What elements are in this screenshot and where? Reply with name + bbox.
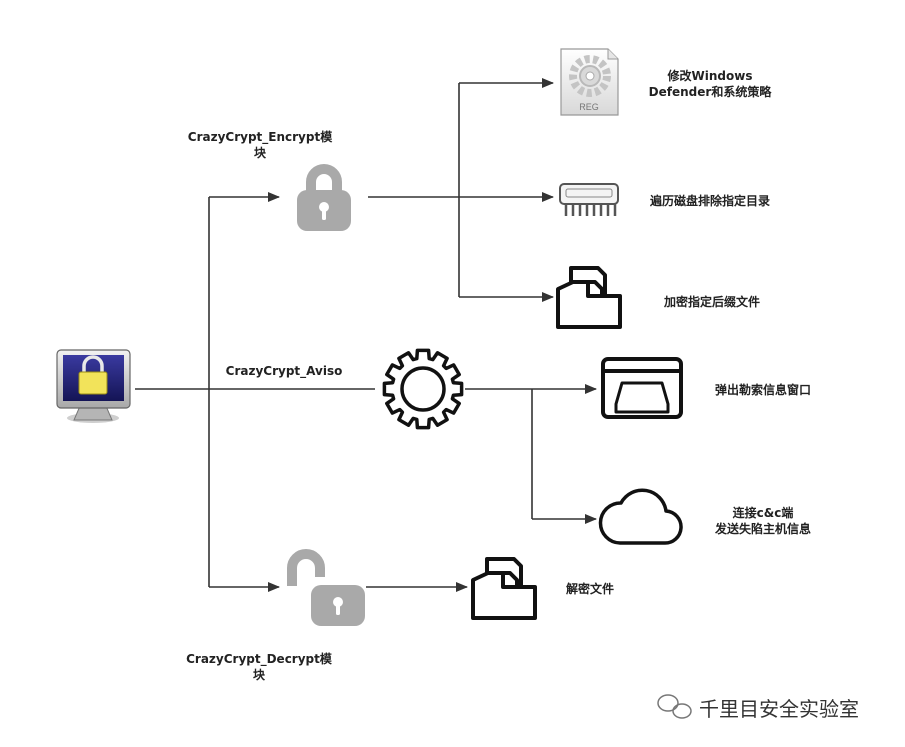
decrypted-files-icon: [471, 557, 537, 620]
locked-padlock-icon: [297, 164, 351, 231]
encrypt-files-label: 加密指定后缀文件: [663, 295, 760, 309]
c2-label: 连接c&c端 发送失陷主机信息: [683, 505, 843, 537]
popup-label: 弹出勒索信息窗口: [714, 383, 811, 397]
gear-hub: [400, 366, 446, 412]
decrypt-module-line1: CrazyCrypt_Decrypt模: [186, 652, 332, 666]
decrypt-module-label: CrazyCrypt_Decrypt模 块: [149, 651, 369, 683]
defender-line1: 修改Windows: [667, 69, 753, 83]
cloud-icon: [598, 488, 683, 545]
connectors: [135, 78, 597, 592]
aviso-module-label: CrazyCrypt_Aviso: [225, 364, 343, 378]
watermark: 千里目安全实验室: [699, 697, 859, 721]
files-icon: [556, 266, 622, 329]
c2-line1: 连接c&c端: [732, 506, 794, 520]
registry-file-icon: REG: [560, 48, 619, 116]
c2-line2: 发送失陷主机信息: [714, 522, 811, 536]
unlocked-padlock-icon: [287, 549, 365, 626]
gear-icon: [382, 348, 464, 430]
encrypt-module-line1: CrazyCrypt_Encrypt模: [187, 130, 333, 144]
encrypt-module-label: CrazyCrypt_Encrypt模 块: [150, 129, 370, 161]
disk-icon: [559, 183, 619, 216]
decrypt-module-line2: 块: [252, 668, 265, 682]
encrypt-module-line2: 块: [253, 146, 266, 160]
computer-lock-icon: [56, 349, 131, 423]
window-icon: [601, 357, 683, 419]
defender-line2: Defender和系统策略: [648, 85, 772, 99]
traverse-label: 遍历磁盘排除指定目录: [649, 194, 770, 208]
wechat-icon: [657, 694, 692, 719]
defender-label: 修改Windows Defender和系统策略: [630, 68, 790, 100]
decrypt-files-label: 解密文件: [565, 582, 614, 596]
reg-label: REG: [579, 102, 599, 112]
